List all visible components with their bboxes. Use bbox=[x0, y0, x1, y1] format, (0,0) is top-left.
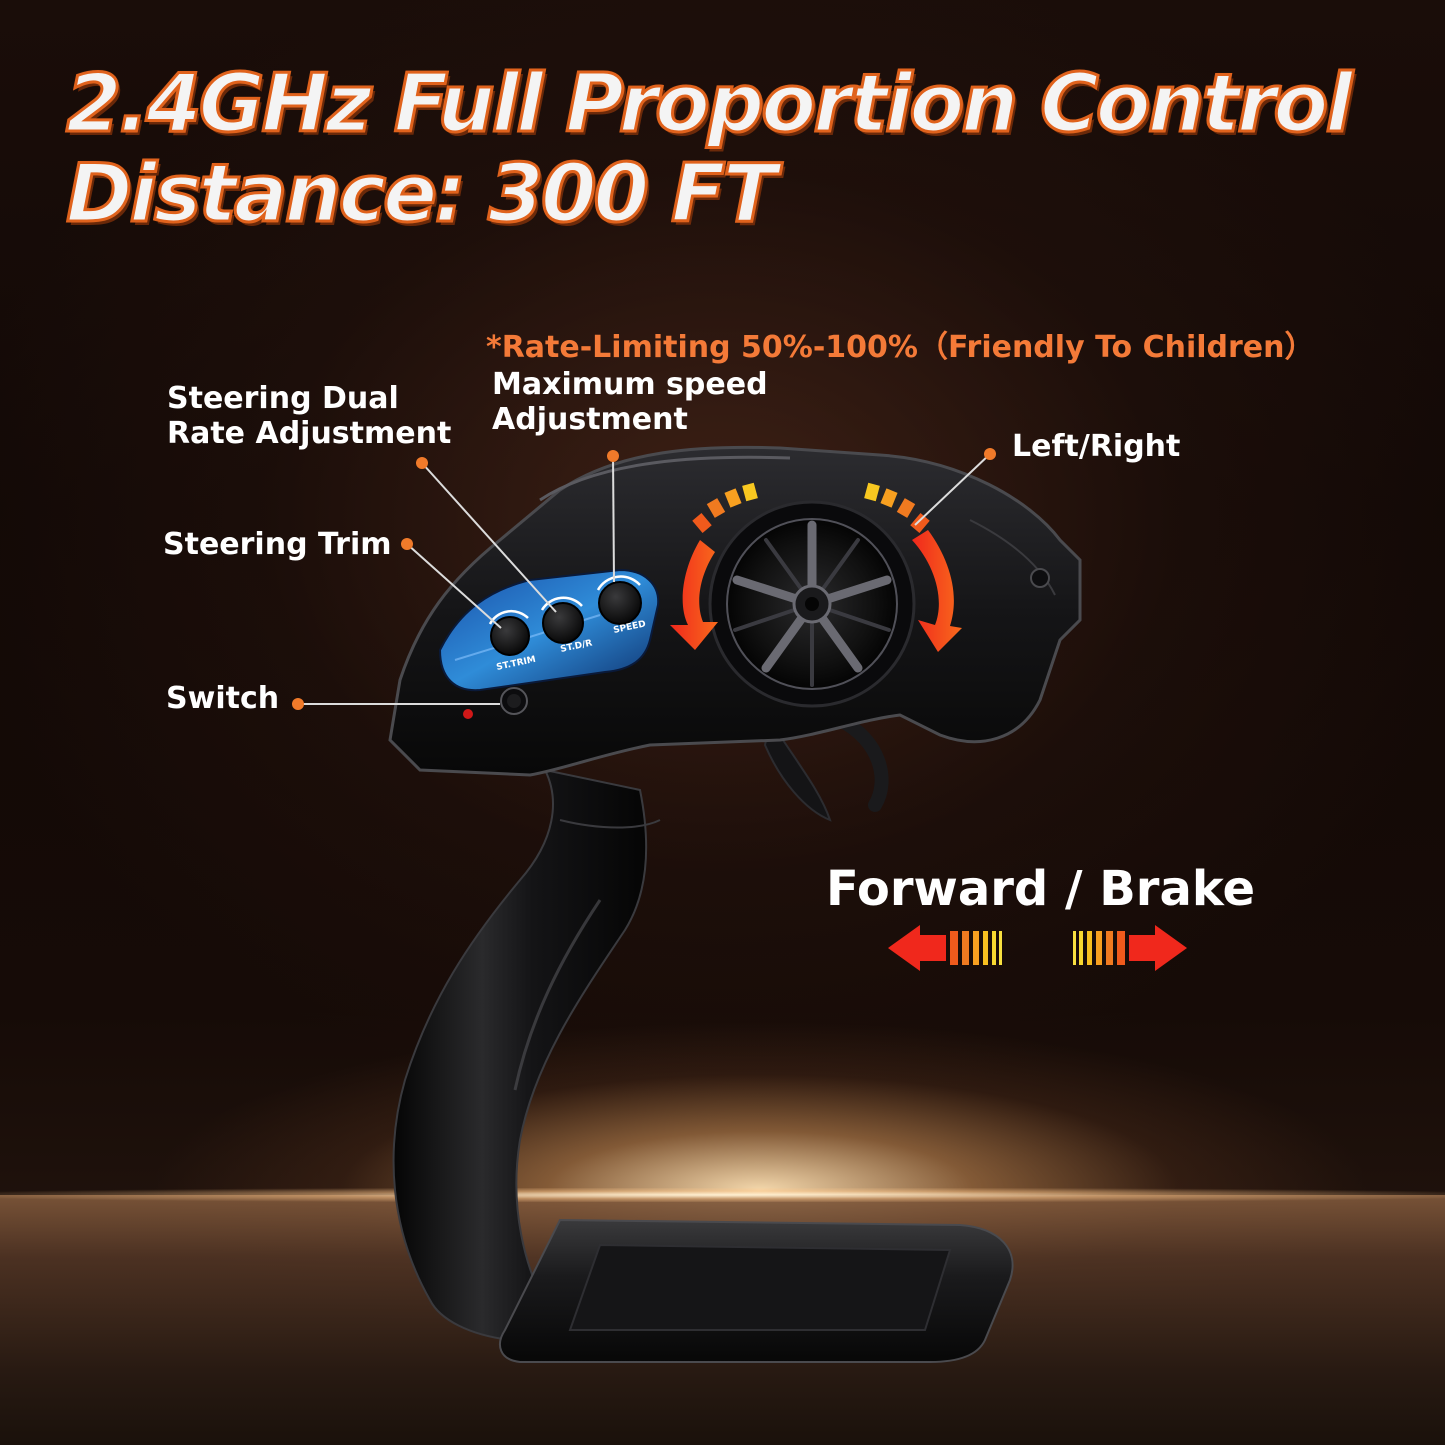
callout-line: Steering Dual bbox=[167, 381, 399, 416]
callout-switch: Switch bbox=[166, 681, 280, 716]
headline-line-1: 2.4GHz Full Proportion Control bbox=[65, 57, 1355, 150]
callout-leaders bbox=[298, 453, 991, 705]
callout-dots bbox=[292, 448, 996, 710]
steering-wheel[interactable] bbox=[708, 500, 916, 708]
callout-line: Maximum speed bbox=[492, 367, 768, 402]
callout-max-speed: Maximum speed Adjustment bbox=[492, 367, 768, 437]
callout-dot-icon bbox=[292, 698, 304, 710]
callout-line: Rate Adjustment bbox=[167, 415, 452, 451]
callout-left-right: Left/Right bbox=[1012, 429, 1181, 464]
power-switch[interactable] bbox=[500, 687, 528, 715]
steering-right-arrow-icon bbox=[864, 482, 962, 652]
callout-dot-icon bbox=[984, 448, 996, 460]
knob-dual-rate[interactable] bbox=[540, 596, 584, 644]
brake-arrow-icon bbox=[1073, 925, 1187, 971]
power-led-icon bbox=[463, 709, 473, 719]
throttle-trigger bbox=[763, 713, 889, 822]
steering-left-arrow-icon bbox=[670, 482, 758, 650]
callout-dot-icon bbox=[416, 457, 428, 469]
callout-line: Adjustment bbox=[492, 401, 688, 437]
rate-limit-note: *Rate-Limiting 50%-100%（Friendly To Chil… bbox=[486, 330, 1315, 365]
forward-arrow-icon bbox=[888, 925, 1002, 971]
callout-steering-trim: Steering Trim bbox=[163, 527, 392, 562]
knob-speed[interactable] bbox=[596, 575, 642, 625]
controller-base bbox=[499, 1218, 1014, 1363]
callout-steering-dual-rate: Steering Dual Rate Adjustment bbox=[167, 381, 452, 451]
callout-dot-icon bbox=[401, 538, 413, 550]
callout-dot-icon bbox=[607, 450, 619, 462]
controller-grip bbox=[392, 768, 661, 1342]
callout-forward-brake: Forward / Brake bbox=[826, 861, 1256, 917]
horizon-light bbox=[0, 1188, 1445, 1202]
headline-line-2: Distance: 300 FT bbox=[64, 147, 778, 240]
